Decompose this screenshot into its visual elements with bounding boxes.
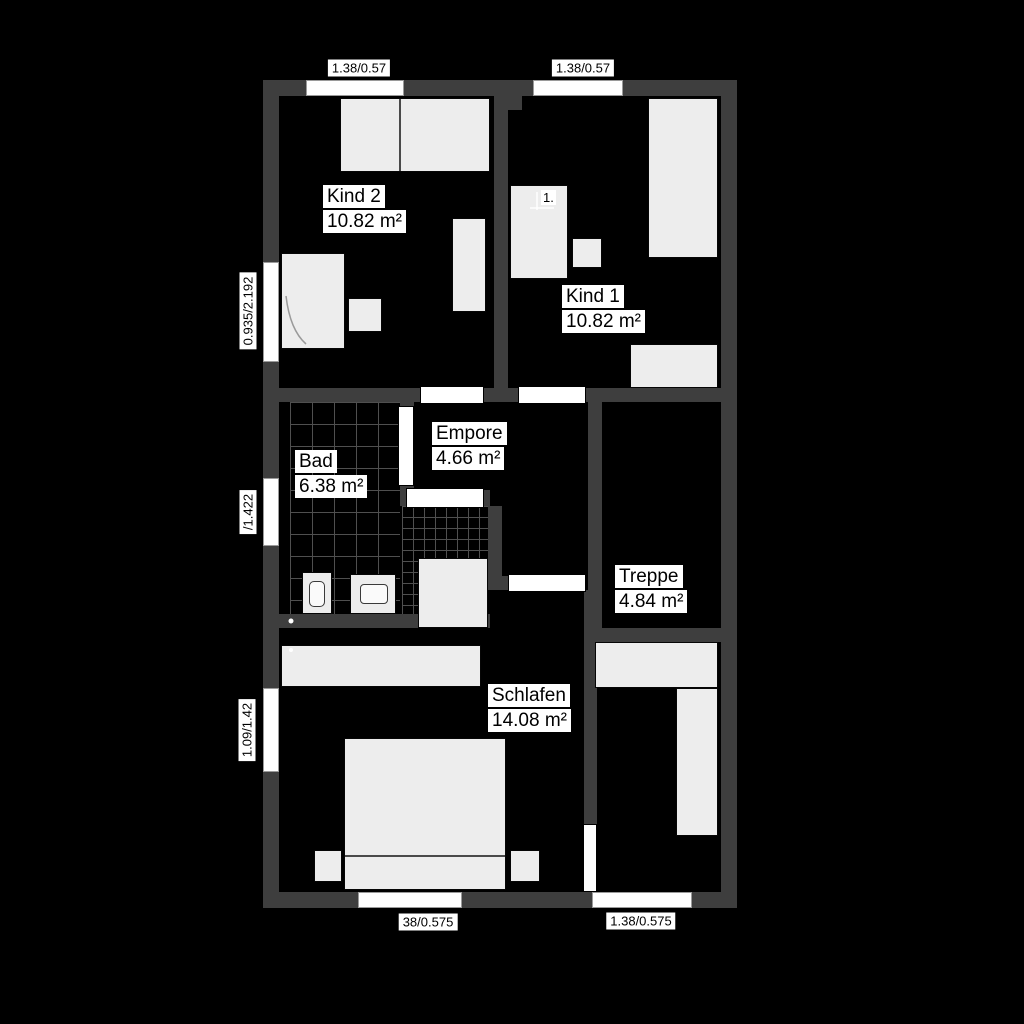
- room-name: Empore: [432, 422, 507, 445]
- room-area: 10.82 m²: [323, 210, 406, 233]
- kind2-bed-divider: [399, 99, 401, 171]
- stair-landing: [595, 642, 718, 688]
- window-top-left: [306, 80, 404, 96]
- wall-kids-divider: [494, 96, 508, 388]
- window-left-middle: [263, 478, 279, 546]
- toilet: [302, 572, 332, 614]
- stairroom-wardrobe: [676, 688, 718, 836]
- kind1-wardrobe: [648, 98, 718, 258]
- room-label-bad: Bad 6.38 m²: [295, 450, 368, 500]
- wall-schlafen-divider: [584, 590, 597, 824]
- nightstand-left: [314, 850, 342, 882]
- door-bad-leaf: [398, 406, 414, 486]
- kind2-wardrobe: [281, 253, 345, 349]
- dim-top-right-window: 1.38/0.57: [551, 59, 615, 77]
- schlafen-bed-divider: [345, 855, 505, 857]
- kind1-table: [572, 238, 602, 268]
- room-area: 6.38 m²: [295, 475, 368, 498]
- dim-top-left-window: 1.38/0.57: [327, 59, 391, 77]
- schlafen-bed: [344, 738, 506, 890]
- room-name: Bad: [295, 450, 337, 473]
- room-name: Kind 2: [323, 185, 385, 208]
- room-area: 4.84 m²: [615, 590, 688, 613]
- room-name: Kind 1: [562, 285, 624, 308]
- room-name: Schlafen: [488, 684, 570, 707]
- kind2-bed: [340, 98, 490, 172]
- dim-left-lower-window: 1.09/1.42: [238, 698, 256, 762]
- window-bottom-right: [592, 892, 692, 908]
- kind1-bed: [510, 185, 568, 279]
- wall-empore-treppe: [588, 402, 602, 642]
- wall-mid-left: [279, 388, 420, 402]
- kind2-table: [348, 298, 382, 332]
- door-kind2: [420, 386, 484, 404]
- toilet-bowl: [309, 581, 325, 607]
- sink-basin: [360, 584, 388, 604]
- wall-kids-divider-stub: [494, 96, 522, 110]
- window-top-right: [533, 80, 623, 96]
- wall-bad-right-lower: [488, 506, 502, 590]
- wall-treppe-door-segment: [490, 576, 508, 590]
- door-kind1: [518, 386, 586, 404]
- kind1-dresser: [630, 344, 718, 388]
- window-bottom-left: [358, 892, 462, 908]
- nightstand-right: [510, 850, 540, 882]
- shower-tray: [418, 558, 488, 628]
- kind2-shelf: [452, 218, 486, 312]
- room-area: 4.66 m²: [432, 447, 505, 470]
- room-area: 10.82 m²: [562, 310, 645, 333]
- room-label-kind2: Kind 2 10.82 m²: [323, 185, 406, 235]
- dim-left-middle-window: /1.422: [239, 489, 257, 535]
- room-area: 14.08 m²: [488, 709, 571, 732]
- dim-bottom-right-window: 1.38/0.575: [606, 912, 676, 930]
- door-bad-opening: [406, 488, 484, 508]
- door-treppe: [508, 574, 586, 592]
- room-name: Treppe: [615, 565, 683, 588]
- dim-bottom-left-window: 38/0.575: [398, 913, 458, 931]
- window-left-lower: [263, 688, 279, 772]
- schlafen-wardrobe: [281, 645, 481, 687]
- dim-left-upper-window: 0.935/2.192: [239, 272, 257, 350]
- room-label-schlafen: Schlafen 14.08 m²: [488, 684, 571, 734]
- wall-mid-center: [484, 388, 518, 402]
- room-label-kind1: Kind 1 10.82 m²: [562, 285, 645, 335]
- sink: [350, 574, 396, 614]
- wall-treppe-bottom: [588, 628, 721, 642]
- wall-mid-right: [586, 388, 721, 402]
- window-left-upper: [263, 262, 279, 362]
- wall-outer-right: [721, 80, 737, 908]
- door-schlafen-leaf: [583, 824, 597, 892]
- kind1-dim-annotation: 1.: [541, 190, 556, 205]
- room-label-empore: Empore 4.66 m²: [432, 422, 507, 472]
- room-label-treppe: Treppe 4.84 m²: [615, 565, 688, 615]
